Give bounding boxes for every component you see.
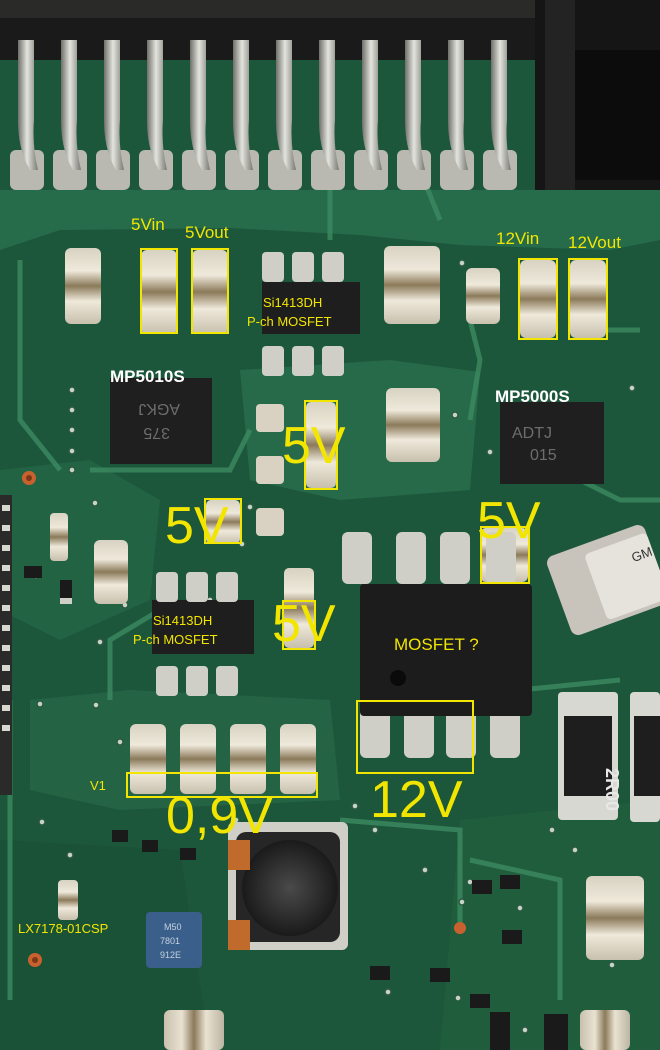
connector-pin [139,40,173,190]
box-5v-d [282,600,316,650]
connector-pin [311,40,345,190]
label-5v-d: 5V [272,595,336,653]
svg-text:015: 015 [530,447,557,464]
label-5vout: 5Vout [185,223,229,242]
connector-pin [483,40,517,190]
connector-pin [225,40,259,190]
connector-pin [96,40,130,190]
label-lx7178: LX7178-01CSP [18,921,109,936]
label-12v: 12V [370,771,463,829]
label-mosfet-unknown: MOSFET ? [394,635,479,654]
svg-text:GM: GM [629,544,654,565]
box-5vin [140,248,178,334]
svg-text:AGKJ: AGKJ [138,400,180,417]
connector-pin [268,40,302,190]
box-5vout [191,248,229,334]
svg-text:7801: 7801 [160,936,180,946]
box-12v [356,700,474,774]
connector-pin [53,40,87,190]
connector-pin [182,40,216,190]
svg-text:M50: M50 [164,922,182,932]
connector-pin [354,40,388,190]
label-5vin: 5Vin [131,215,165,234]
box-09v [126,772,318,798]
box-5v-b [204,498,242,544]
label-v1: V1 [90,778,106,793]
label-si1413dh-bottom: Si1413DH [153,613,213,628]
svg-text:375: 375 [143,424,170,441]
label-mp5010s: MP5010S [110,367,185,386]
box-5v-a [304,400,338,490]
label-12vin: 12Vin [496,229,540,248]
label-mp5000s: MP5000S [495,387,570,406]
box-12vout [568,258,608,340]
svg-text:2R00: 2R00 [602,768,622,811]
label-09v: 0,9V [166,787,273,845]
box-12vin [518,258,558,340]
svg-text:ADTJ: ADTJ [512,425,552,442]
connector-pin [440,40,474,190]
box-5v-c [480,526,530,584]
connector-pin [397,40,431,190]
label-si1413dh-top: Si1413DH [263,295,323,310]
connector-pin [10,40,44,190]
label-12vout: 12Vout [568,233,621,252]
svg-text:912E: 912E [160,950,181,960]
label-5v-c: 5V [477,492,541,550]
label-pch-mosfet-top: P-ch MOSFET [247,314,332,329]
label-pch-mosfet-bottom: P-ch MOSFET [133,632,218,647]
label-5v-b: 5V [165,497,229,555]
label-5v-a: 5V [282,417,346,475]
